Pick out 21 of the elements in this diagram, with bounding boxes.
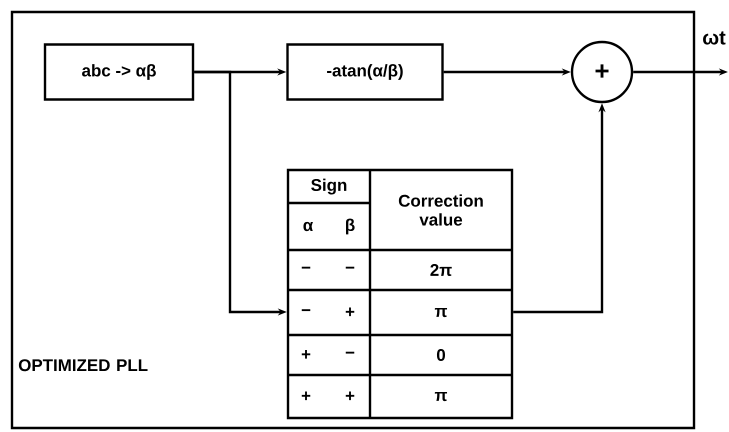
process-box: -atan(α/β) — [286, 43, 444, 101]
table-cell: + — [302, 350, 310, 359]
table-cell: Correction value — [398, 194, 483, 226]
sum-junction: + — [570, 40, 634, 104]
table-cell: − — [302, 266, 310, 269]
table-cell: + — [346, 308, 354, 316]
table-cell: + — [346, 392, 354, 400]
output-label: ωt — [703, 31, 726, 45]
table-cell: β — [346, 218, 355, 234]
table-cell: 0 — [436, 349, 446, 361]
table-cell: + — [302, 392, 310, 400]
table-cell: − — [346, 352, 354, 354]
table-cell: α — [303, 222, 314, 232]
block-title: OPTIMIZED PLL — [18, 359, 148, 372]
table-cell: Sign — [311, 178, 346, 194]
table-cell: π — [434, 392, 448, 402]
table-cell: − — [346, 266, 354, 269]
table-cell: π — [434, 308, 448, 318]
table-cell: − — [302, 309, 310, 312]
process-box: abc -> αβ — [44, 43, 194, 101]
table-cell: 2π — [430, 264, 452, 276]
